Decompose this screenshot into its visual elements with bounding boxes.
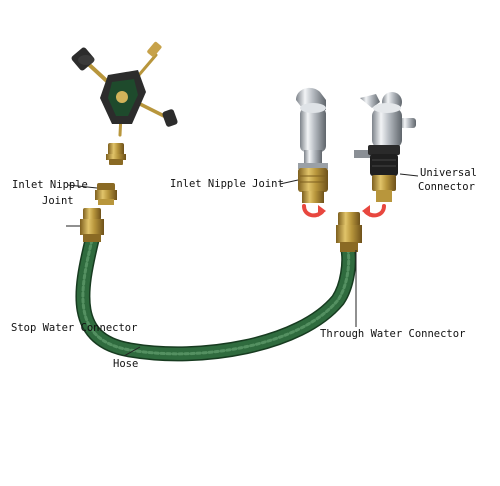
universal-connector xyxy=(368,145,400,202)
label-universal-connector: Connector xyxy=(418,181,475,193)
label-inlet-nipple-right: Inlet Nipple Joint xyxy=(170,178,284,190)
inlet-nipple-left-bottom xyxy=(95,183,117,205)
leader-inlet-right xyxy=(279,179,299,185)
red-arrow-right xyxy=(362,204,386,218)
hose xyxy=(75,232,357,362)
label-hose: Hose xyxy=(113,358,139,370)
red-arrow-left xyxy=(302,204,326,218)
stop-water-connector xyxy=(80,208,104,242)
leader-universal xyxy=(399,173,419,177)
label-inlet-nipple-left: Inlet Nipple xyxy=(12,179,88,191)
sprinkler xyxy=(71,41,178,137)
sprinkler-nozzle-2 xyxy=(147,41,162,57)
faucet-left xyxy=(296,87,328,169)
label-universal: Universal xyxy=(420,167,477,179)
inlet-nipple-left-top xyxy=(106,143,126,165)
label-inlet-nipple-left-joint: Joint xyxy=(42,195,74,207)
label-stop-water-connector: Stop Water Connector xyxy=(11,322,138,334)
through-water-connector xyxy=(336,212,362,252)
inlet-nipple-right xyxy=(298,168,328,203)
sprinkler-nozzle-3 xyxy=(162,109,178,127)
leader-hose xyxy=(123,346,141,357)
leader-inlet-left xyxy=(67,184,98,189)
faucet-right xyxy=(354,92,416,158)
label-through-water-connector: Through Water Connector xyxy=(320,328,466,340)
leader-lines xyxy=(66,173,419,357)
